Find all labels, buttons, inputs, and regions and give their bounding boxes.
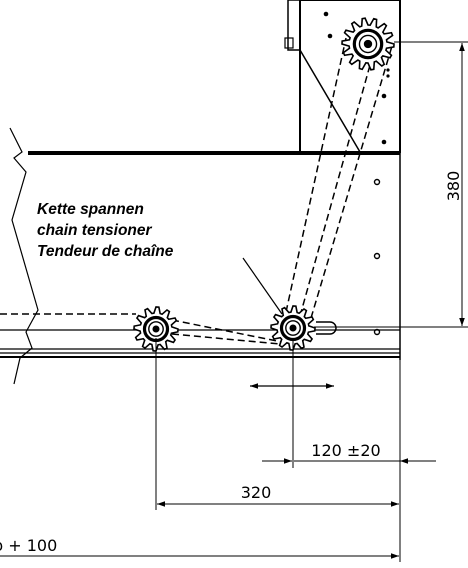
break-line <box>9 127 39 385</box>
drive-housing <box>284 0 401 153</box>
label-en: chain tensioner <box>37 222 153 239</box>
dimension-height: 380 <box>314 41 468 328</box>
sprocket-hub <box>363 39 373 49</box>
idler-sprocket <box>133 306 179 352</box>
label-leader <box>242 257 283 315</box>
sprocket-hub <box>152 325 160 333</box>
dimension-spacing-value: 320 <box>241 483 272 502</box>
chain-path <box>0 37 393 345</box>
label-fr: Tendeur de chaîne <box>37 243 174 260</box>
drive-sprocket <box>341 17 395 71</box>
label-de: Kette spannen <box>37 201 144 218</box>
conveyor-frame <box>0 151 401 360</box>
dimension-total: b + 100 <box>0 536 399 559</box>
dimension-adjust-value: 120 ±20 <box>311 441 380 460</box>
dimension-adjust: 120 ±20 <box>262 338 436 468</box>
dimension-spacing: 320 <box>155 338 401 562</box>
dimension-total-value: b + 100 <box>0 536 57 555</box>
sprocket-hub <box>289 324 297 332</box>
tensioner-slot <box>316 321 337 335</box>
dimension-height-value: 380 <box>444 171 463 202</box>
tensioner-sprocket <box>270 305 316 351</box>
